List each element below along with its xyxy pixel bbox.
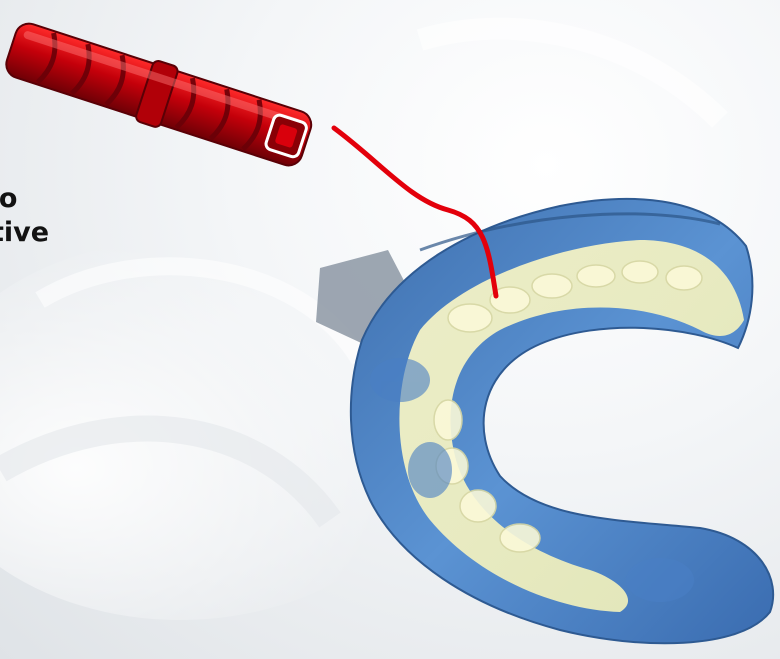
red-implant-abutment: [0, 0, 780, 659]
scene: to tive: [0, 0, 780, 659]
